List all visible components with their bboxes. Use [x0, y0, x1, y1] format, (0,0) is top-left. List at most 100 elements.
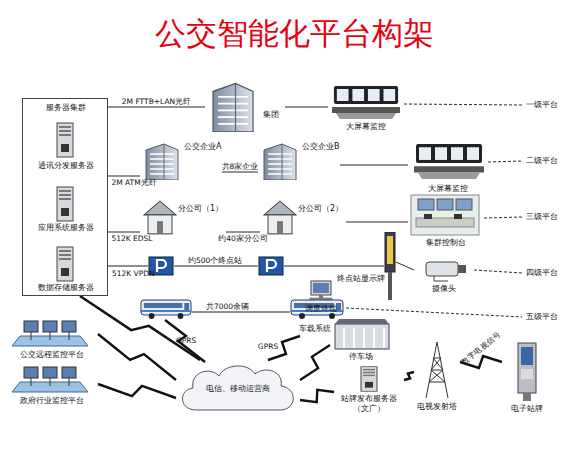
- e-board-icon: [518, 343, 536, 401]
- company-building: 公交企业A: [140, 138, 222, 182]
- edge-label: GPRS: [258, 342, 278, 351]
- node-label: 摄像头: [414, 284, 474, 294]
- node-label: 公交企业A: [184, 142, 221, 152]
- parking-building-icon: [335, 319, 389, 349]
- bus-icon: [141, 300, 191, 319]
- node-label: 五级平台: [526, 312, 558, 322]
- node-label: 分公司（1）: [178, 204, 223, 214]
- house-icon: [264, 201, 296, 234]
- server-node: 应用系统服务器: [27, 183, 105, 233]
- server-node: 通讯分发服务器: [27, 121, 105, 171]
- node-label: 电视发射塔: [414, 402, 460, 412]
- node-label: 数据存储服务器: [27, 283, 105, 293]
- network-line: [346, 222, 408, 223]
- network-line: [108, 232, 140, 233]
- monitor-wall: 大屏幕监控: [408, 140, 488, 196]
- diagram-title: 公交智能化平台构架: [0, 14, 588, 52]
- platform-level: 五级平台: [522, 310, 578, 324]
- node-label: 大屏幕监控: [328, 122, 404, 132]
- node-label: 电信、移动运营商: [176, 384, 300, 394]
- network-line: [108, 176, 140, 177]
- parking-lot: 停车场: [330, 316, 392, 362]
- node-label: 分公司（2）: [298, 204, 343, 214]
- wireless-link: [300, 390, 334, 402]
- server-node: 数据存储服务器: [27, 243, 105, 293]
- dashed-leader: [488, 161, 522, 162]
- dashed-leader: [346, 308, 522, 317]
- wireless-link: [80, 296, 200, 360]
- building-icon: [264, 144, 296, 180]
- server-icon: [361, 367, 377, 392]
- network-pcs-icon: [12, 321, 88, 346]
- display-pole: 终点站显示牌: [336, 232, 396, 284]
- network-pcs-icon: [12, 367, 88, 392]
- e-board: 电子站牌: [502, 340, 552, 414]
- edge-label: 512K EDSL: [111, 234, 152, 243]
- camera-icon: [426, 262, 466, 281]
- house-icon: [144, 201, 176, 234]
- network-line: [222, 172, 258, 173]
- sign-server: 站牌发布服务器 （文广）: [334, 366, 404, 418]
- building-icon: [213, 83, 253, 132]
- node-label: 公交企业B: [302, 142, 340, 152]
- tv-tower: 电视发射塔: [414, 338, 460, 414]
- network-line: [108, 107, 205, 108]
- onboard-system: 车载系统: [284, 296, 346, 336]
- free-label: 约500个终点站: [188, 256, 242, 265]
- parking-sign-icon: [259, 257, 283, 275]
- wireless-bolt: [165, 320, 205, 362]
- node-label: 电子站牌: [502, 404, 552, 414]
- platform-level: 三级平台: [522, 210, 578, 224]
- network-line: [396, 262, 414, 270]
- monitor-wall: 大屏幕监控: [328, 82, 404, 134]
- dashed-leader: [404, 104, 522, 105]
- free-label: 共7000余辆: [206, 302, 249, 311]
- display-pole-icon: [385, 232, 395, 300]
- server-icon: [57, 123, 73, 157]
- free-label: GPRS: [176, 336, 196, 345]
- wireless-link: [98, 334, 176, 380]
- server-icon: [57, 247, 73, 281]
- network-line: [226, 232, 260, 233]
- node-label: 应用系统服务器: [27, 223, 105, 233]
- bus-link-line: [192, 312, 290, 313]
- edge-label: 共8家企业: [222, 162, 259, 171]
- wireless-link: [98, 384, 176, 398]
- dashed-leader: [474, 270, 522, 273]
- monitor-wall-icon: [414, 144, 484, 179]
- network-line: [340, 165, 408, 166]
- node-label: 政府行业监控平台: [6, 396, 98, 406]
- node-label: 三级平台: [526, 212, 558, 222]
- carrier-cloud: 电信、移动运营商: [176, 360, 300, 414]
- camera: 摄像头: [414, 256, 474, 294]
- edge-label: 2M ATM光纤: [111, 178, 156, 187]
- branch-house: 分公司（1）: [140, 196, 226, 240]
- monitor-wall-icon: [332, 86, 400, 119]
- monitor-platform: 政府行业监控平台: [6, 362, 98, 406]
- node-label: 站牌发布服务器 （文广）: [336, 394, 402, 414]
- wireless-link: [404, 372, 414, 380]
- node-label: 公交远程监控平台: [6, 350, 98, 360]
- dispatch-terminal: 调度终端: [296, 278, 346, 314]
- node-label: 服务器集群: [23, 103, 109, 113]
- server-cluster-box: 服务器集群通讯分发服务器应用系统服务器数据存储服务器: [22, 98, 108, 296]
- node-label: 大屏幕监控: [408, 184, 488, 194]
- tv-tower-icon: [426, 342, 448, 398]
- wireless-link: [300, 345, 330, 380]
- free-label: 512K VPDN: [112, 269, 155, 278]
- console-room-icon: [411, 195, 479, 235]
- node-label: 一级平台: [526, 100, 558, 110]
- console-room: 集群控制台: [408, 192, 484, 248]
- node-label: 停车场: [330, 352, 392, 362]
- platform-level: 一级平台: [522, 98, 578, 112]
- dashed-leader: [484, 217, 522, 218]
- company-building: 公交企业B: [258, 138, 340, 182]
- node-label: 车载系统: [284, 324, 346, 334]
- node-label: 终点站显示牌: [336, 274, 386, 284]
- monitor-platform: 公交远程监控平台: [6, 318, 98, 360]
- computer-icon: [310, 281, 332, 301]
- network-line: [285, 107, 328, 108]
- branch-house: 分公司（2）: [260, 196, 346, 240]
- node-label: 二级平台: [526, 156, 558, 166]
